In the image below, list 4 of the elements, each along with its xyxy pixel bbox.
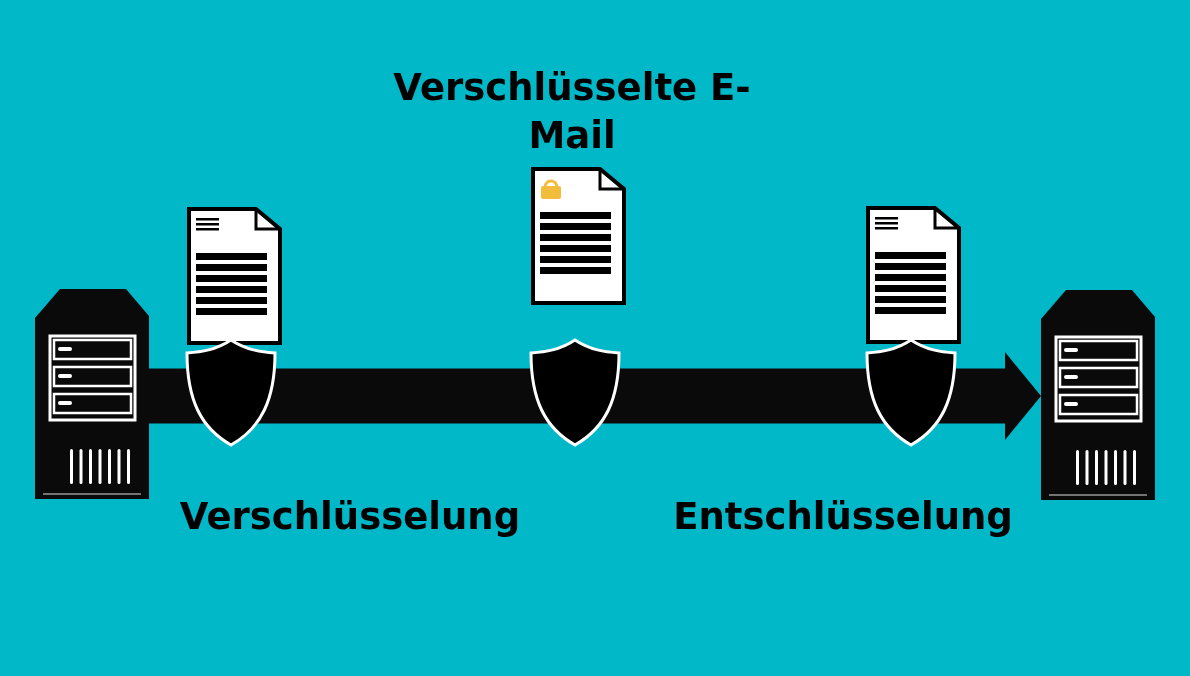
caption-text: Entschlüsselung — [672, 494, 1014, 540]
caption-text: Verschlüsselung — [178, 494, 522, 540]
heading-text: Verschlüsselte E-Mail — [392, 65, 752, 159]
arrow — [149, 352, 1041, 440]
